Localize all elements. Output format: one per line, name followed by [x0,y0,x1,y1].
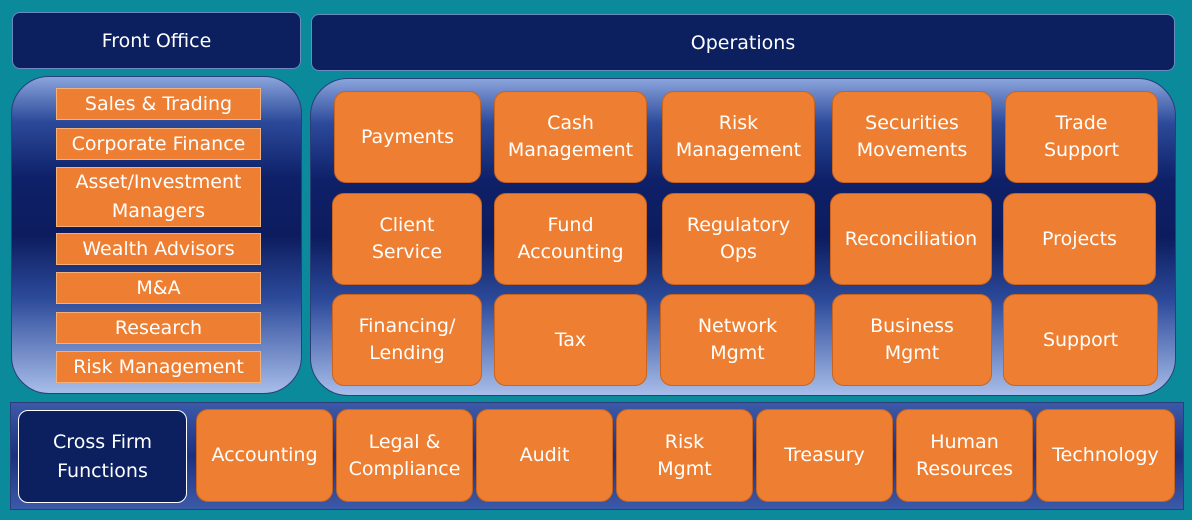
cross-firm-item-audit: Audit [476,409,613,502]
front-office-item-research: Research [56,312,261,344]
ops-item-business-mgmt: Business Mgmt [832,294,992,386]
front-office-item-asset-investment-managers: Asset/Investment Managers [56,167,261,227]
cross-firm-item-technology: Technology [1036,409,1175,502]
operations-header: Operations [311,14,1175,71]
ops-item-support: Support [1003,294,1158,386]
ops-item-securities-movements: Securities Movements [832,91,992,183]
ops-item-projects: Projects [1003,193,1156,285]
cross-firm-item-risk-mgmt: Risk Mgmt [616,409,753,502]
ops-item-reconciliation: Reconciliation [830,193,992,285]
cross-firm-item-legal-compliance: Legal & Compliance [336,409,473,502]
cross-firm-item-human-resources: Human Resources [896,409,1033,502]
ops-item-regulatory-ops: Regulatory Ops [662,193,815,285]
front-office-item-risk-management: Risk Management [56,351,261,383]
ops-item-trade-support: Trade Support [1005,91,1158,183]
ops-item-payments: Payments [334,91,481,183]
front-office-item-wealth-advisors: Wealth Advisors [56,233,261,265]
ops-item-tax: Tax [494,294,647,386]
front-office-item-sales-trading: Sales & Trading [56,88,261,120]
front-office-item-corporate-finance: Corporate Finance [56,128,261,160]
ops-item-network-mgmt: Network Mgmt [660,294,815,386]
ops-item-client-service: Client Service [332,193,482,285]
ops-item-financing-lending: Financing/ Lending [332,294,482,386]
ops-item-risk-management: Risk Management [662,91,815,183]
cross-firm-item-treasury: Treasury [756,409,893,502]
ops-item-cash-management: Cash Management [494,91,647,183]
front-office-item-m-and-a: M&A [56,272,261,304]
front-office-header: Front Office [12,12,301,69]
ops-item-fund-accounting: Fund Accounting [494,193,647,285]
cross-firm-item-accounting: Accounting [196,409,333,502]
cross-firm-functions-title: Cross Firm Functions [18,410,187,503]
